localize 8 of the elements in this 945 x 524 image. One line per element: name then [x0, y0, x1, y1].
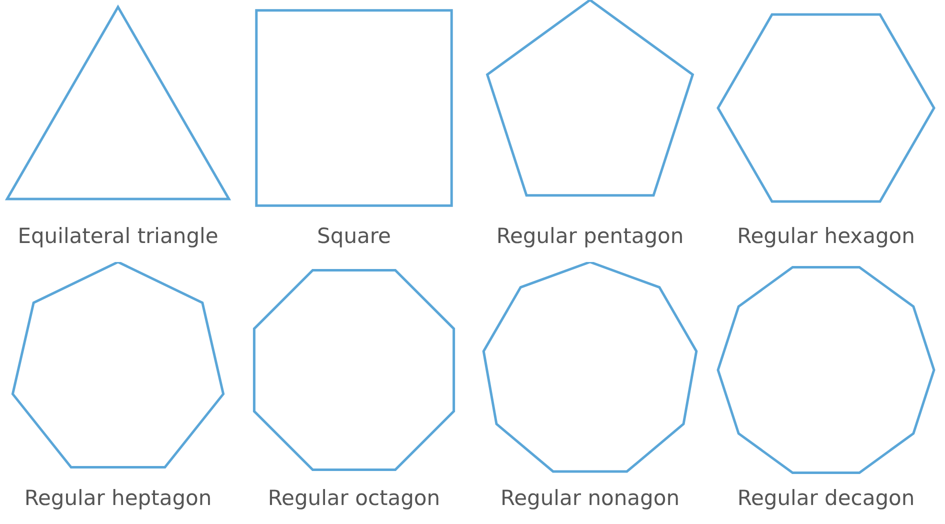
shape-label: Square	[316, 224, 392, 248]
shape-label: Regular decagon	[736, 486, 916, 510]
shape-label: Equilateral triangle	[16, 224, 220, 248]
shape-label: Regular nonagon	[499, 486, 681, 510]
shape-label: Regular heptagon	[23, 486, 213, 510]
shape-label: Regular pentagon	[495, 224, 685, 248]
shape-label: Regular octagon	[266, 486, 442, 510]
shape-label: Regular hexagon	[736, 224, 916, 248]
